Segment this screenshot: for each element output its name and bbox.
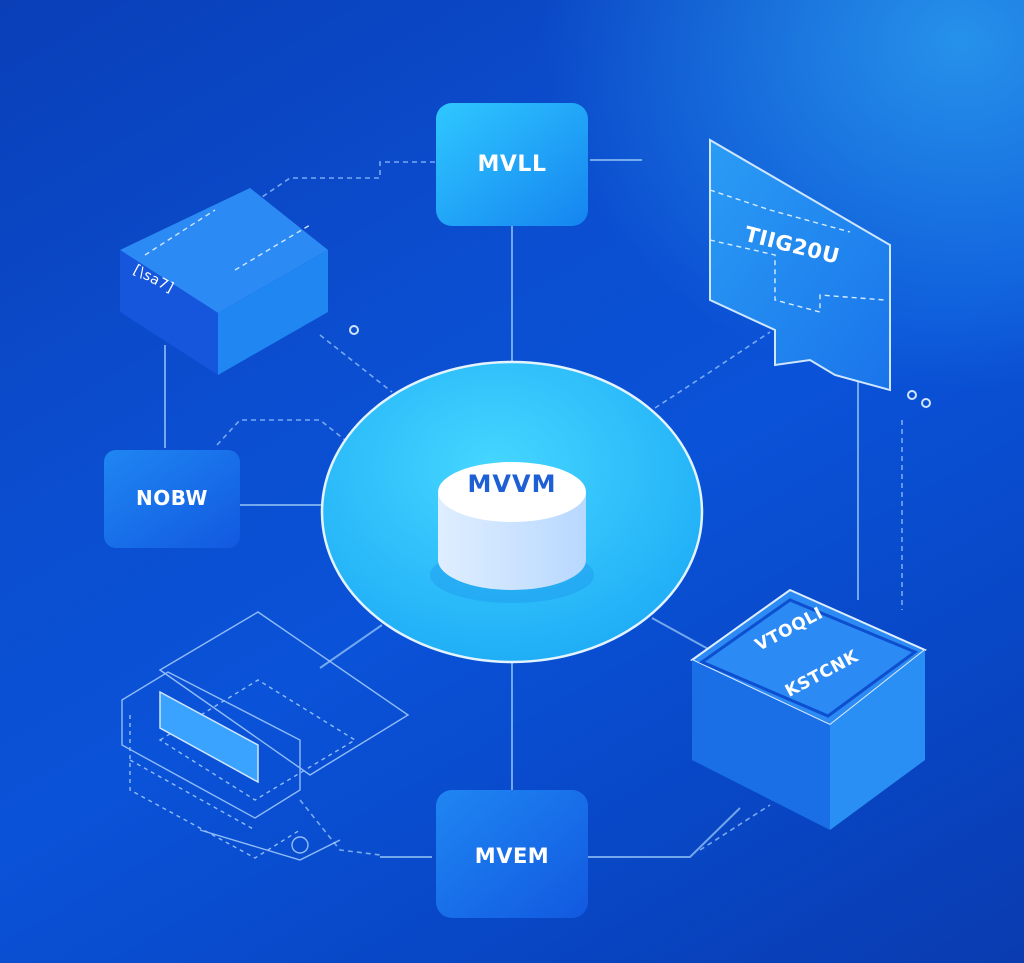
dashed-left-mid	[216, 419, 346, 446]
bottom-node-box	[436, 790, 588, 918]
dashed-bottom-left	[299, 799, 381, 856]
hub-label: MVVM	[467, 470, 557, 498]
speech-bubble	[709, 138, 891, 392]
connector-bottom-right	[588, 807, 741, 858]
bottom-left-panel	[159, 690, 259, 784]
left-node-box	[104, 450, 240, 548]
dot-decoration	[349, 325, 359, 335]
left-node-label: NOBW	[136, 486, 208, 510]
bottom-left-wireframe	[121, 611, 410, 861]
top-left-box	[120, 188, 328, 375]
dot-decoration	[921, 398, 931, 408]
dashed-top-left	[239, 161, 435, 213]
dot-decoration	[907, 390, 917, 400]
dashed-left-hub	[319, 334, 393, 393]
top-node-box	[436, 103, 588, 226]
bottom-right-box	[690, 588, 927, 830]
connector-hub-bottom-right	[651, 617, 711, 651]
dashed-bottom-right	[699, 804, 771, 851]
dashed-speech-hub	[654, 331, 771, 409]
top-node-label: MVLL	[477, 152, 547, 177]
hub-cylinder	[430, 462, 594, 603]
bottom-node-label: MVEM	[474, 844, 550, 868]
